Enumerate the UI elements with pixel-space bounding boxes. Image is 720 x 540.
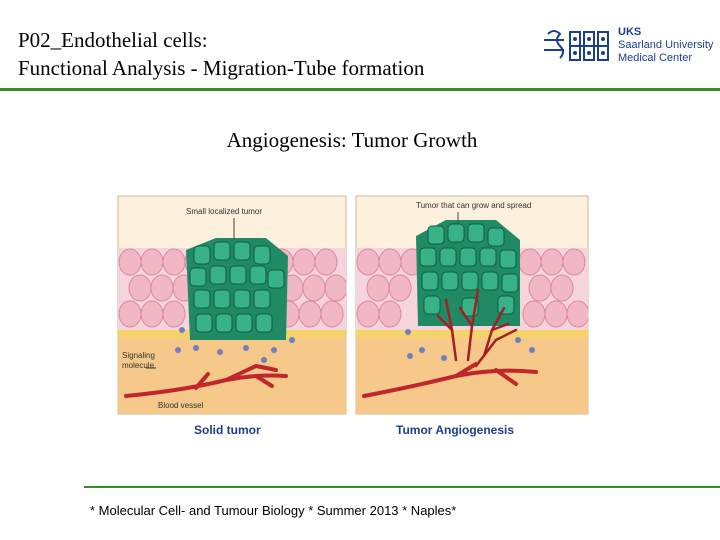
logo-text: UKS Saarland University Medical Center: [618, 26, 713, 65]
slide-title-line2: Functional Analysis - Migration-Tube for…: [18, 56, 425, 80]
left-panel: Small localized tumor Signaling molecule…: [117, 195, 347, 437]
angiogenesis-figure: Small localized tumor Signaling molecule…: [116, 190, 590, 454]
uks-emblem-icon: [544, 30, 609, 61]
label-small-tumor: Small localized tumor: [186, 207, 262, 216]
label-blood-vessel: Blood vessel: [158, 401, 204, 410]
label-tumor-spread: Tumor that can grow and spread: [416, 201, 531, 210]
slide-heading: Angiogenesis: Tumor Growth: [226, 128, 478, 152]
label-molecule: molecule: [122, 361, 155, 370]
slide-title-line1: P02_Endothelial cells:: [18, 28, 208, 52]
logo-line3: Medical Center: [618, 52, 692, 64]
logo-line2: Saarland University: [618, 39, 714, 51]
footer-divider: [84, 486, 720, 488]
caption-tumor-angiogenesis: Tumor Angiogenesis: [396, 423, 514, 437]
footer-text: * Molecular Cell- and Tumour Biology * S…: [90, 503, 457, 518]
slide-title: P02_Endothelial cells: Functional Analys…: [18, 26, 424, 82]
caption-solid-tumor: Solid tumor: [194, 423, 261, 437]
logo-line1: UKS: [618, 26, 642, 38]
right-panel: Tumor that can grow and spread Tumor Ang…: [355, 195, 589, 437]
header-divider: [0, 88, 720, 91]
label-signaling: Signaling: [122, 351, 155, 360]
uks-logo: UKS Saarland University Medical Center: [540, 24, 715, 70]
